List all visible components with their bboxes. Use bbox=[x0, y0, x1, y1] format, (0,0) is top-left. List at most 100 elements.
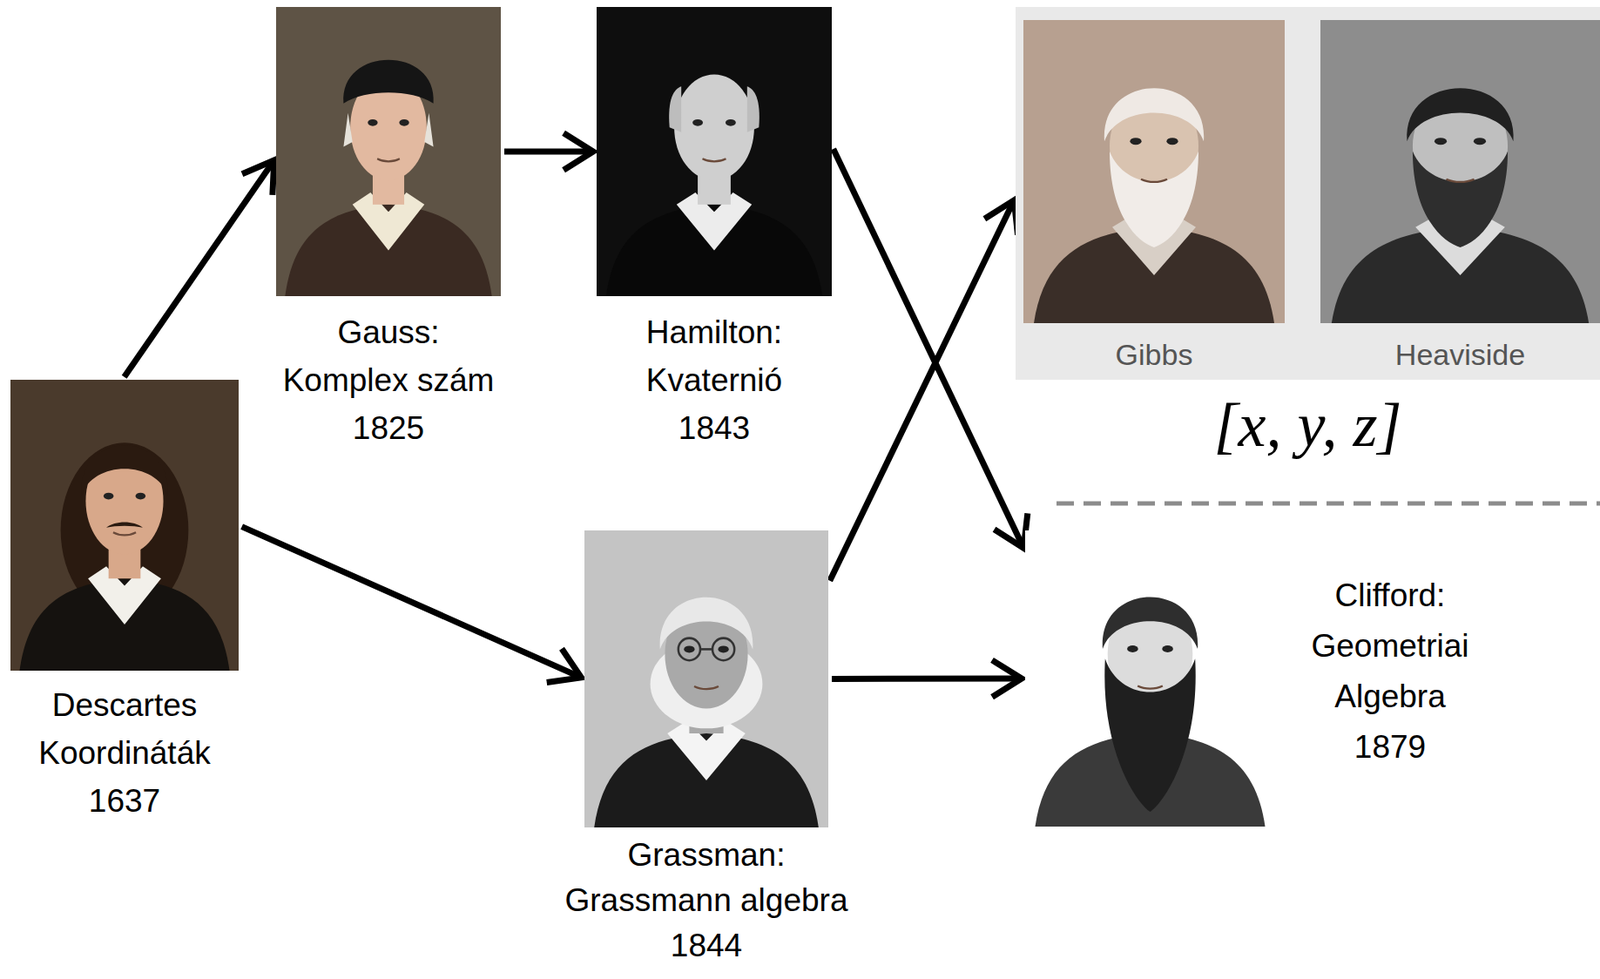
portrait-background bbox=[1320, 20, 1600, 324]
caption-block: Gauss:Komplex szám1825 bbox=[283, 308, 495, 453]
glasses-shape bbox=[678, 638, 701, 662]
beard-shape bbox=[1412, 151, 1508, 248]
mouth-shape bbox=[113, 532, 136, 535]
glasses-shape bbox=[712, 638, 735, 662]
portrait-illustration bbox=[1023, 20, 1285, 324]
portrait-background bbox=[1025, 530, 1276, 827]
hair-shape bbox=[660, 597, 754, 650]
mouth-shape bbox=[702, 158, 727, 162]
mustache-shape bbox=[106, 522, 143, 528]
eye-shape bbox=[135, 492, 147, 500]
portrait-node: Gibbs bbox=[1023, 20, 1285, 324]
caption-block: Heaviside bbox=[1395, 337, 1526, 372]
connector-arrow bbox=[124, 160, 275, 378]
eye-shape bbox=[1161, 645, 1174, 653]
caption-line: Clifford: bbox=[1275, 570, 1506, 622]
eye-shape bbox=[1166, 137, 1178, 145]
caption-block: Grassman:Grassmann algebra1844 bbox=[565, 832, 849, 969]
portrait-background bbox=[10, 379, 239, 671]
caption-line: 1825 bbox=[283, 404, 495, 453]
caption-block: Gibbs bbox=[1115, 337, 1194, 372]
eye-shape bbox=[683, 645, 695, 653]
portrait-background bbox=[276, 6, 501, 297]
portrait-node: Grassman:Grassmann algebra1844 bbox=[584, 530, 829, 828]
caption-line: Hamilton: bbox=[646, 308, 783, 357]
hair-shape bbox=[1102, 597, 1198, 650]
connector-line bbox=[831, 675, 1022, 682]
portrait-illustration bbox=[596, 6, 832, 297]
mouth-shape bbox=[1445, 179, 1474, 183]
portrait-illustration bbox=[584, 530, 829, 828]
portrait-illustration bbox=[1025, 530, 1276, 827]
connector-arrow bbox=[833, 148, 1028, 548]
mouth-shape bbox=[1140, 179, 1168, 183]
caption-line: Kvaternió bbox=[646, 356, 783, 405]
connector-line bbox=[504, 148, 594, 156]
mouth-shape bbox=[377, 158, 400, 162]
hair-shape bbox=[343, 113, 433, 148]
portrait-node: Gauss:Komplex szám1825 bbox=[276, 6, 501, 297]
caption-line: Koordináták bbox=[38, 729, 210, 777]
hair-shape bbox=[747, 86, 760, 133]
caption-line: 1879 bbox=[1275, 722, 1506, 773]
eye-shape bbox=[103, 492, 115, 500]
eye-shape bbox=[1127, 645, 1139, 653]
eye-shape bbox=[725, 119, 736, 127]
mouth-shape bbox=[1137, 686, 1163, 689]
caption-line: 1844 bbox=[565, 923, 849, 969]
caption-block: DescartesKoordináták1637 bbox=[38, 681, 210, 825]
portrait-illustration bbox=[1320, 20, 1600, 324]
eye-shape bbox=[1129, 137, 1141, 145]
caption-line: Gibbs bbox=[1115, 337, 1194, 372]
hair-shape bbox=[1406, 87, 1513, 142]
caption-line: Komplex szám bbox=[283, 356, 495, 405]
portrait-node: Heaviside bbox=[1320, 20, 1600, 324]
arrow-head bbox=[546, 648, 582, 683]
caption-line: 1843 bbox=[646, 404, 783, 453]
eye-shape bbox=[717, 645, 729, 653]
connector-arrow bbox=[831, 660, 1022, 697]
caption-block: Clifford:GeometriaiAlgebra1879 bbox=[1275, 570, 1506, 773]
portrait-illustration bbox=[276, 6, 501, 297]
arrow-head bbox=[992, 660, 1022, 697]
caption-line: Geometriai bbox=[1275, 621, 1506, 672]
portrait-node: DescartesKoordináták1637 bbox=[10, 379, 239, 671]
dashed-separator bbox=[1056, 501, 1600, 507]
caption-line: Heaviside bbox=[1395, 337, 1526, 372]
connector-line bbox=[242, 526, 582, 678]
face-shape bbox=[674, 74, 755, 181]
portrait-background bbox=[1023, 20, 1285, 324]
connector-arrow bbox=[504, 133, 594, 170]
caption-line: Algebra bbox=[1275, 671, 1506, 723]
connector-line bbox=[124, 160, 275, 378]
connector-arrow bbox=[830, 200, 1019, 581]
beard-shape bbox=[1109, 151, 1199, 248]
hair-shape bbox=[1104, 87, 1204, 142]
eye-shape bbox=[692, 119, 703, 127]
caption-block: Hamilton:Kvaternió1843 bbox=[646, 308, 783, 453]
portrait-node: Clifford:GeometriaiAlgebra1879 bbox=[1025, 530, 1276, 827]
connector-line bbox=[833, 148, 1025, 548]
caption-block: [x, y, z] bbox=[1214, 388, 1403, 462]
caption-line: Gauss: bbox=[283, 308, 495, 357]
mouth-shape bbox=[694, 686, 719, 689]
caption-line: 1637 bbox=[38, 776, 210, 825]
beard-shape bbox=[1104, 658, 1195, 812]
connector-line bbox=[830, 200, 1015, 581]
eye-shape bbox=[1434, 137, 1447, 145]
hair-shape bbox=[668, 86, 682, 133]
cap-shape bbox=[343, 60, 434, 104]
caption-line: Grassman: bbox=[565, 832, 849, 878]
arrow-head bbox=[563, 133, 594, 170]
portrait-node: Hamilton:Kvaternió1843 bbox=[596, 6, 832, 297]
connector-arrow bbox=[242, 526, 582, 683]
eye-shape bbox=[1473, 137, 1486, 145]
portrait-background bbox=[584, 530, 829, 828]
eye-shape bbox=[367, 119, 378, 127]
glasses-shape bbox=[700, 648, 713, 651]
arrow-head bbox=[984, 200, 1018, 236]
portrait-illustration bbox=[10, 379, 239, 671]
eye-shape bbox=[398, 119, 409, 127]
arrow-head bbox=[242, 160, 275, 196]
vector-notation: [x, y, z] bbox=[1214, 388, 1403, 462]
